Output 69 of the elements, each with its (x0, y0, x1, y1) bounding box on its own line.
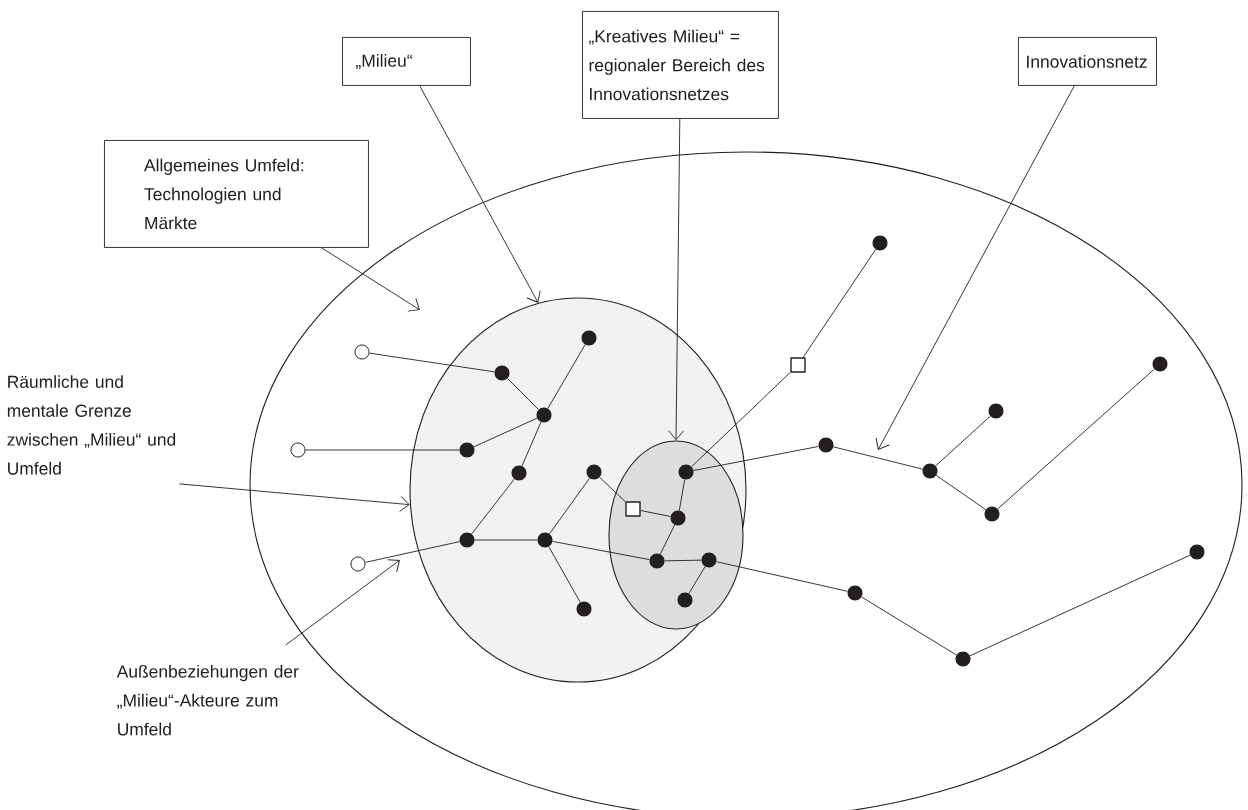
actor-dot (459, 532, 475, 548)
actor-dot (494, 365, 510, 381)
connection-line (473, 417, 538, 448)
square-marker (790, 357, 806, 373)
actor-dot (872, 235, 888, 251)
connection-line (688, 566, 706, 594)
actor-dot (701, 552, 717, 568)
callout-box: „Milieu“ (342, 37, 471, 86)
open-circle (290, 442, 306, 458)
actor-dot (1189, 544, 1205, 560)
actor-dot (818, 437, 834, 453)
connection-line (507, 378, 539, 410)
callout-box: Allgemeines Umfeld: Technologien und Märkte (104, 140, 369, 248)
open-circle (354, 344, 370, 360)
connection-line (861, 596, 957, 656)
connection-line (678, 479, 686, 511)
actor-dot (922, 463, 938, 479)
connection-line (833, 446, 923, 470)
connection-line (997, 368, 1155, 510)
connection-line (549, 477, 590, 535)
actor-dot (988, 403, 1004, 419)
actor-dot (955, 651, 971, 667)
connection-line (364, 541, 460, 563)
callout-box: „Kreatives Milieu“ = regionaler Bereich des Innovationsnetzes (582, 11, 779, 119)
actor-dot (537, 532, 553, 548)
leader-arrow (875, 85, 1075, 450)
connection-line (474, 539, 538, 541)
region-ellipse (608, 440, 744, 630)
actor-dot (576, 601, 592, 617)
connection-line (368, 352, 495, 373)
actor-dot (1152, 356, 1168, 372)
actor-dot (511, 465, 527, 481)
leader-arrow (178, 483, 410, 512)
actor-dot (677, 592, 693, 608)
connection-line (802, 248, 877, 358)
actor-dot (586, 464, 602, 480)
actor-dot (581, 330, 597, 346)
actor-dot (459, 442, 475, 458)
leader-arrow (321, 247, 420, 312)
connection-line (969, 554, 1191, 657)
connection-line (693, 446, 819, 471)
annotation-text: Räumliche und mentale Grenze zwischen „Milieu“ und Umfeld (7, 375, 176, 475)
square-marker (625, 501, 641, 517)
connection-line (935, 474, 987, 511)
connection-line (664, 559, 702, 562)
connection-line (716, 561, 848, 592)
connection-line (471, 478, 515, 535)
annotation-text: Außenbeziehungen der „Milieu“-Akteure zum Umfeld (116, 664, 299, 736)
connection-line (691, 371, 791, 468)
connection-line (599, 476, 626, 503)
actor-dot (984, 506, 1000, 522)
actor-dot (678, 464, 694, 480)
connection-line (521, 421, 542, 467)
connection-line (547, 344, 586, 409)
actor-dot (670, 510, 686, 526)
actor-dot (536, 407, 552, 423)
connection-line (640, 510, 671, 517)
actor-dot (847, 585, 863, 601)
connection-line (659, 524, 676, 555)
leader-arrow (668, 118, 685, 441)
actor-dot (649, 553, 665, 569)
open-circle (350, 556, 366, 572)
leader-arrow (285, 559, 400, 646)
connection-line (552, 540, 650, 561)
connection-line (305, 449, 460, 451)
leader-arrow (419, 85, 541, 303)
connection-line (548, 546, 581, 603)
callout-box: Innovationsnetz (1018, 37, 1157, 86)
connection-line (935, 415, 991, 467)
